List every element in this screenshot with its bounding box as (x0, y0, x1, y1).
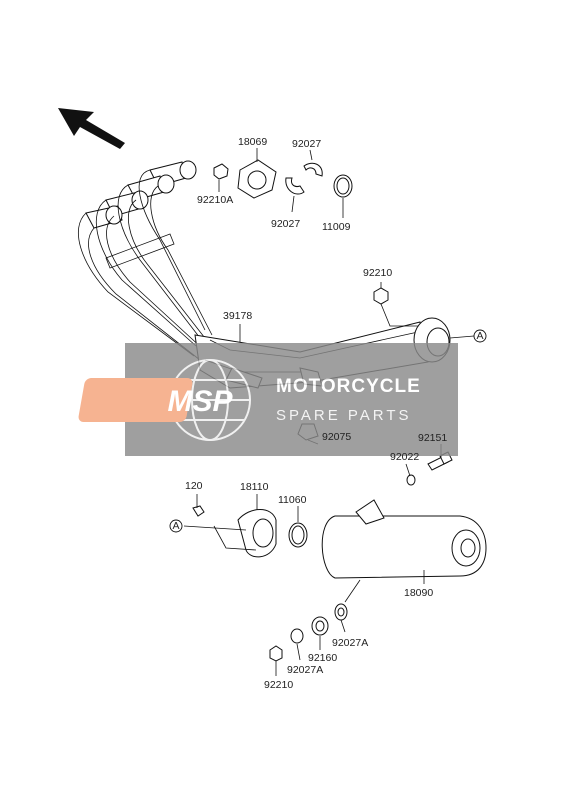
screw-120 (192, 505, 205, 517)
label-39178: 39178 (223, 310, 252, 322)
holder-18110 (183, 509, 277, 558)
flange-18069 (237, 159, 277, 199)
watermark-subtitle: SPARE PARTS (276, 407, 412, 424)
watermark-title: MOTORCYCLE (276, 376, 421, 397)
washer-92022 (406, 474, 416, 486)
label-120: 120 (185, 480, 203, 492)
reference-a-left: A (169, 519, 183, 533)
svg-text:A: A (476, 330, 483, 342)
label-92027-mid: 92027 (271, 218, 300, 230)
gasket-11009 (333, 174, 353, 198)
label-11009: 11009 (322, 221, 351, 233)
gasket-11060 (288, 522, 308, 548)
label-92210-lower: 92210 (264, 679, 293, 691)
nut-92210-lower (269, 645, 283, 662)
exhaust-header-pipes (78, 160, 213, 361)
label-92027-top: 92027 (292, 138, 321, 150)
label-11060: 11060 (278, 494, 307, 506)
label-92075: 92075 (322, 431, 351, 443)
label-18069: 18069 (238, 136, 267, 148)
direction-arrow-icon (58, 108, 125, 149)
label-92027a-right: 92027A (332, 637, 368, 649)
nut-92210a (213, 163, 229, 180)
collar-92027a-left (290, 628, 304, 644)
collar-92027a-right (334, 603, 348, 621)
label-92151: 92151 (418, 432, 447, 444)
msp-logo-badge (78, 378, 193, 422)
label-92210a: 92210A (197, 194, 233, 206)
nut-92210-upper (373, 287, 389, 305)
svg-text:A: A (172, 520, 179, 532)
collet-92027-upper (303, 162, 323, 177)
label-92027a-left: 92027A (287, 664, 323, 676)
msp-logo-text: MSP (167, 385, 233, 418)
label-92022: 92022 (390, 451, 419, 463)
damper-92160 (311, 616, 329, 636)
reference-a-right: A (473, 329, 487, 343)
watermark: MSP MOTORCYCLE SPARE PARTS (78, 343, 458, 456)
label-92210-upper: 92210 (363, 267, 392, 279)
label-18090: 18090 (404, 587, 433, 599)
muffler-18090 (321, 499, 487, 579)
collet-92027-lower (285, 177, 305, 195)
label-18110: 18110 (240, 481, 269, 493)
label-92160: 92160 (308, 652, 337, 664)
